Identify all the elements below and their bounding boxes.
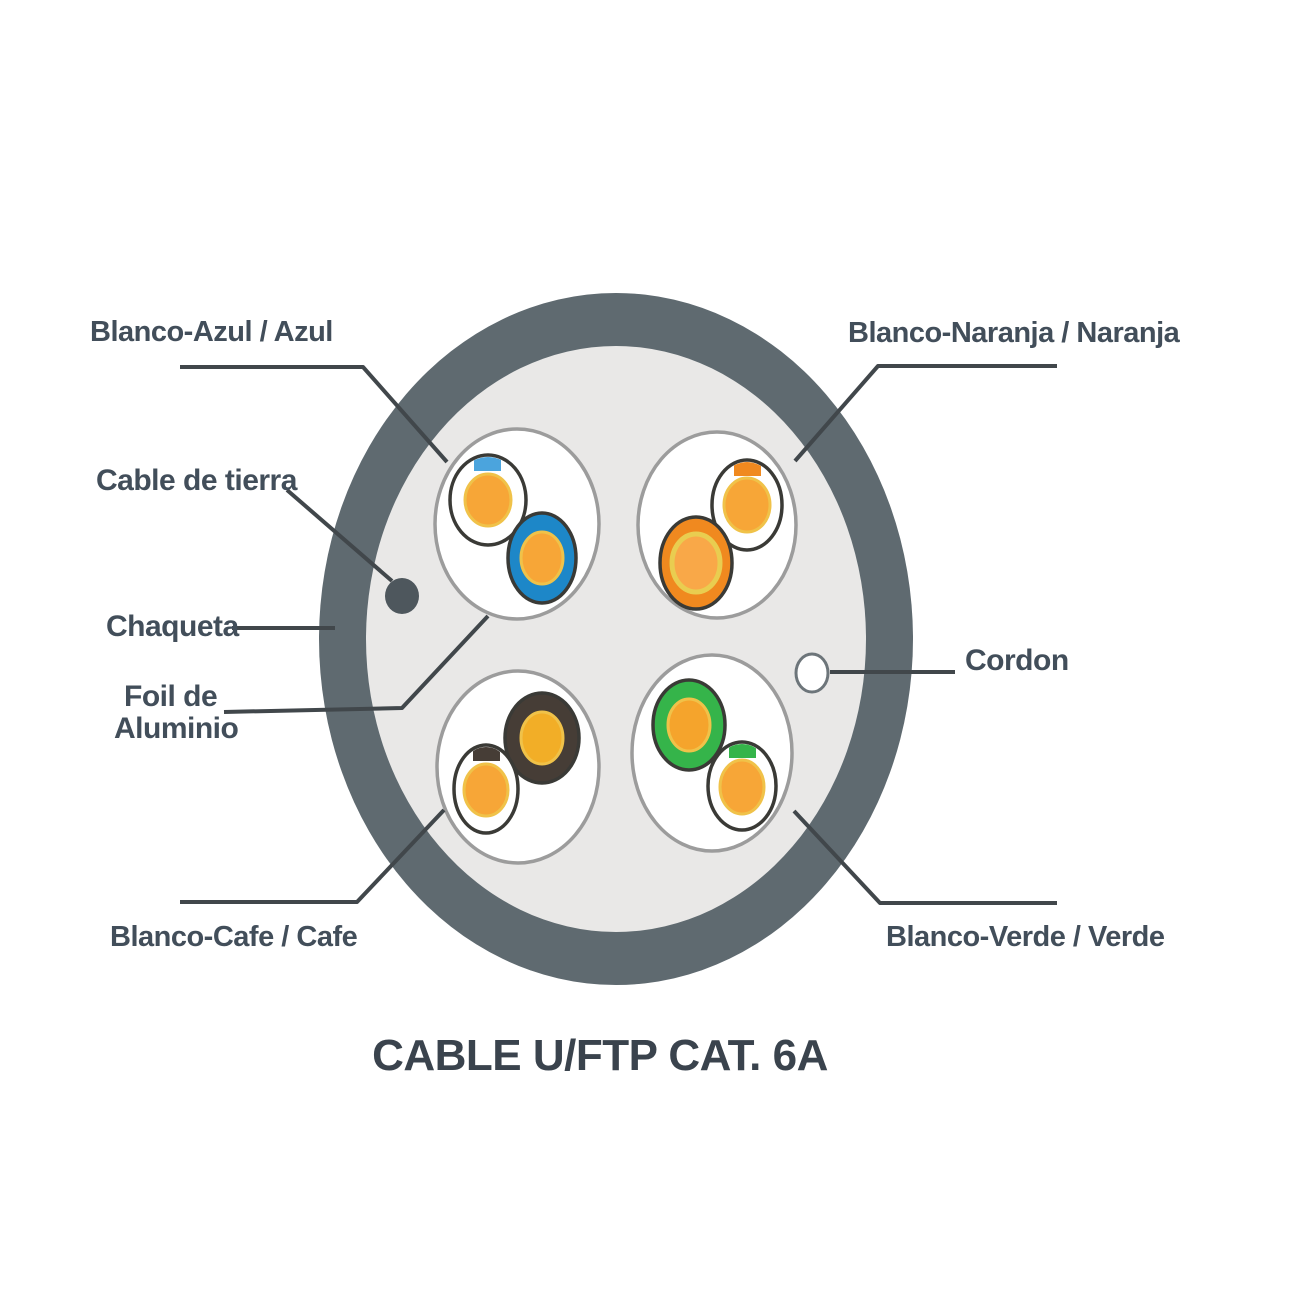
label-foil-line1: Foil de xyxy=(124,680,217,713)
diagram-title: CABLE U/FTP CAT. 6A xyxy=(372,1031,828,1080)
copper-core xyxy=(718,758,766,816)
leader-line-cable-tierra xyxy=(285,488,394,583)
copper-core xyxy=(519,530,565,586)
blue-stripe xyxy=(474,457,501,471)
label-blanco-naranja: Blanco-Naranja / Naranja xyxy=(848,317,1181,349)
copper-core xyxy=(666,697,712,753)
verde-stripe xyxy=(729,744,756,758)
label-blanco-verde: Blanco-Verde / Verde xyxy=(886,921,1165,953)
orange-stripe xyxy=(734,462,761,476)
leader-line-blanco-cafe xyxy=(180,808,446,904)
copper-core xyxy=(722,476,772,534)
pair-blanco-naranja xyxy=(636,430,798,620)
copper-core xyxy=(463,472,513,528)
label-cable-tierra: Cable de tierra xyxy=(96,464,298,497)
leader-line-blanco-verde xyxy=(792,809,1057,905)
pair-blanco-azul xyxy=(433,427,601,621)
label-cordon: Cordon xyxy=(965,644,1069,677)
copper-core xyxy=(462,762,510,818)
pair-blanco-cafe xyxy=(435,669,601,865)
label-blanco-azul: Blanco-Azul / Azul xyxy=(90,316,333,348)
ground-wire-dot xyxy=(385,578,419,614)
copper-core xyxy=(669,531,723,595)
leader-line-blanco-naranja xyxy=(793,364,1057,463)
leader-line-blanco-azul xyxy=(180,365,449,464)
label-foil-line2: Aluminio xyxy=(114,712,238,745)
pair-blanco-verde xyxy=(630,653,794,853)
label-chaqueta: Chaqueta xyxy=(106,610,240,643)
leader-line-foil xyxy=(223,614,490,714)
label-blanco-cafe: Blanco-Cafe / Cafe xyxy=(110,921,358,953)
cordon-circle xyxy=(794,652,830,694)
cafe-stripe xyxy=(473,747,500,761)
cable-interior-foil-area xyxy=(366,346,866,932)
copper-core xyxy=(519,710,565,766)
